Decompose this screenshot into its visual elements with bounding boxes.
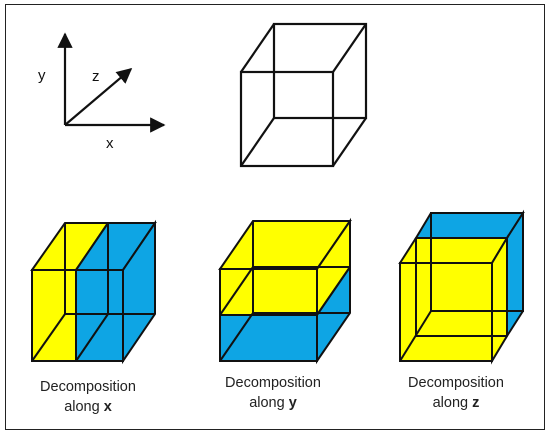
coordinate-axes [57,32,166,133]
axis-name: y [288,395,297,411]
z-axis-label: z [92,68,100,85]
cube-decomposition-x [30,219,157,365]
y-axis-label: y [38,67,46,84]
split-plane-edge [75,313,109,362]
caption-axis-line: along x [64,399,112,415]
caption-title: Decomposition [225,375,321,391]
caption-title: Decomposition [40,379,136,395]
reference-cube [239,22,368,168]
cube-edge [332,23,367,73]
yellow-front-upper [219,268,318,316]
cube-front-face [239,70,335,168]
hidden-edge [31,313,66,362]
hidden-edge [219,312,254,362]
yellow-half-front [31,269,77,362]
blue-half-front [75,269,124,362]
axis-name: z [472,395,480,411]
blue-top-back [414,212,525,239]
cube-edge [240,23,275,73]
caption-along-z: Decomposition along z [381,373,531,413]
z-axis-arrow [64,68,133,126]
caption-axis-line: along y [249,395,297,411]
caption-along-y: Decomposition along y [198,373,348,413]
axis-name: x [103,399,112,415]
split-plane-edge [415,238,507,337]
cube-edge [332,117,367,167]
cube-decomposition-z [398,209,525,365]
caption-title: Decomposition [408,375,504,391]
blue-front-lower [219,314,318,362]
x-axis-label: x [106,135,114,152]
caption-axis-line: along z [432,395,480,411]
cube-edge [240,117,275,167]
split-plane-edge [219,266,254,316]
caption-along-x: Decomposition along x [13,377,163,417]
cube-decomposition-y [218,217,352,365]
